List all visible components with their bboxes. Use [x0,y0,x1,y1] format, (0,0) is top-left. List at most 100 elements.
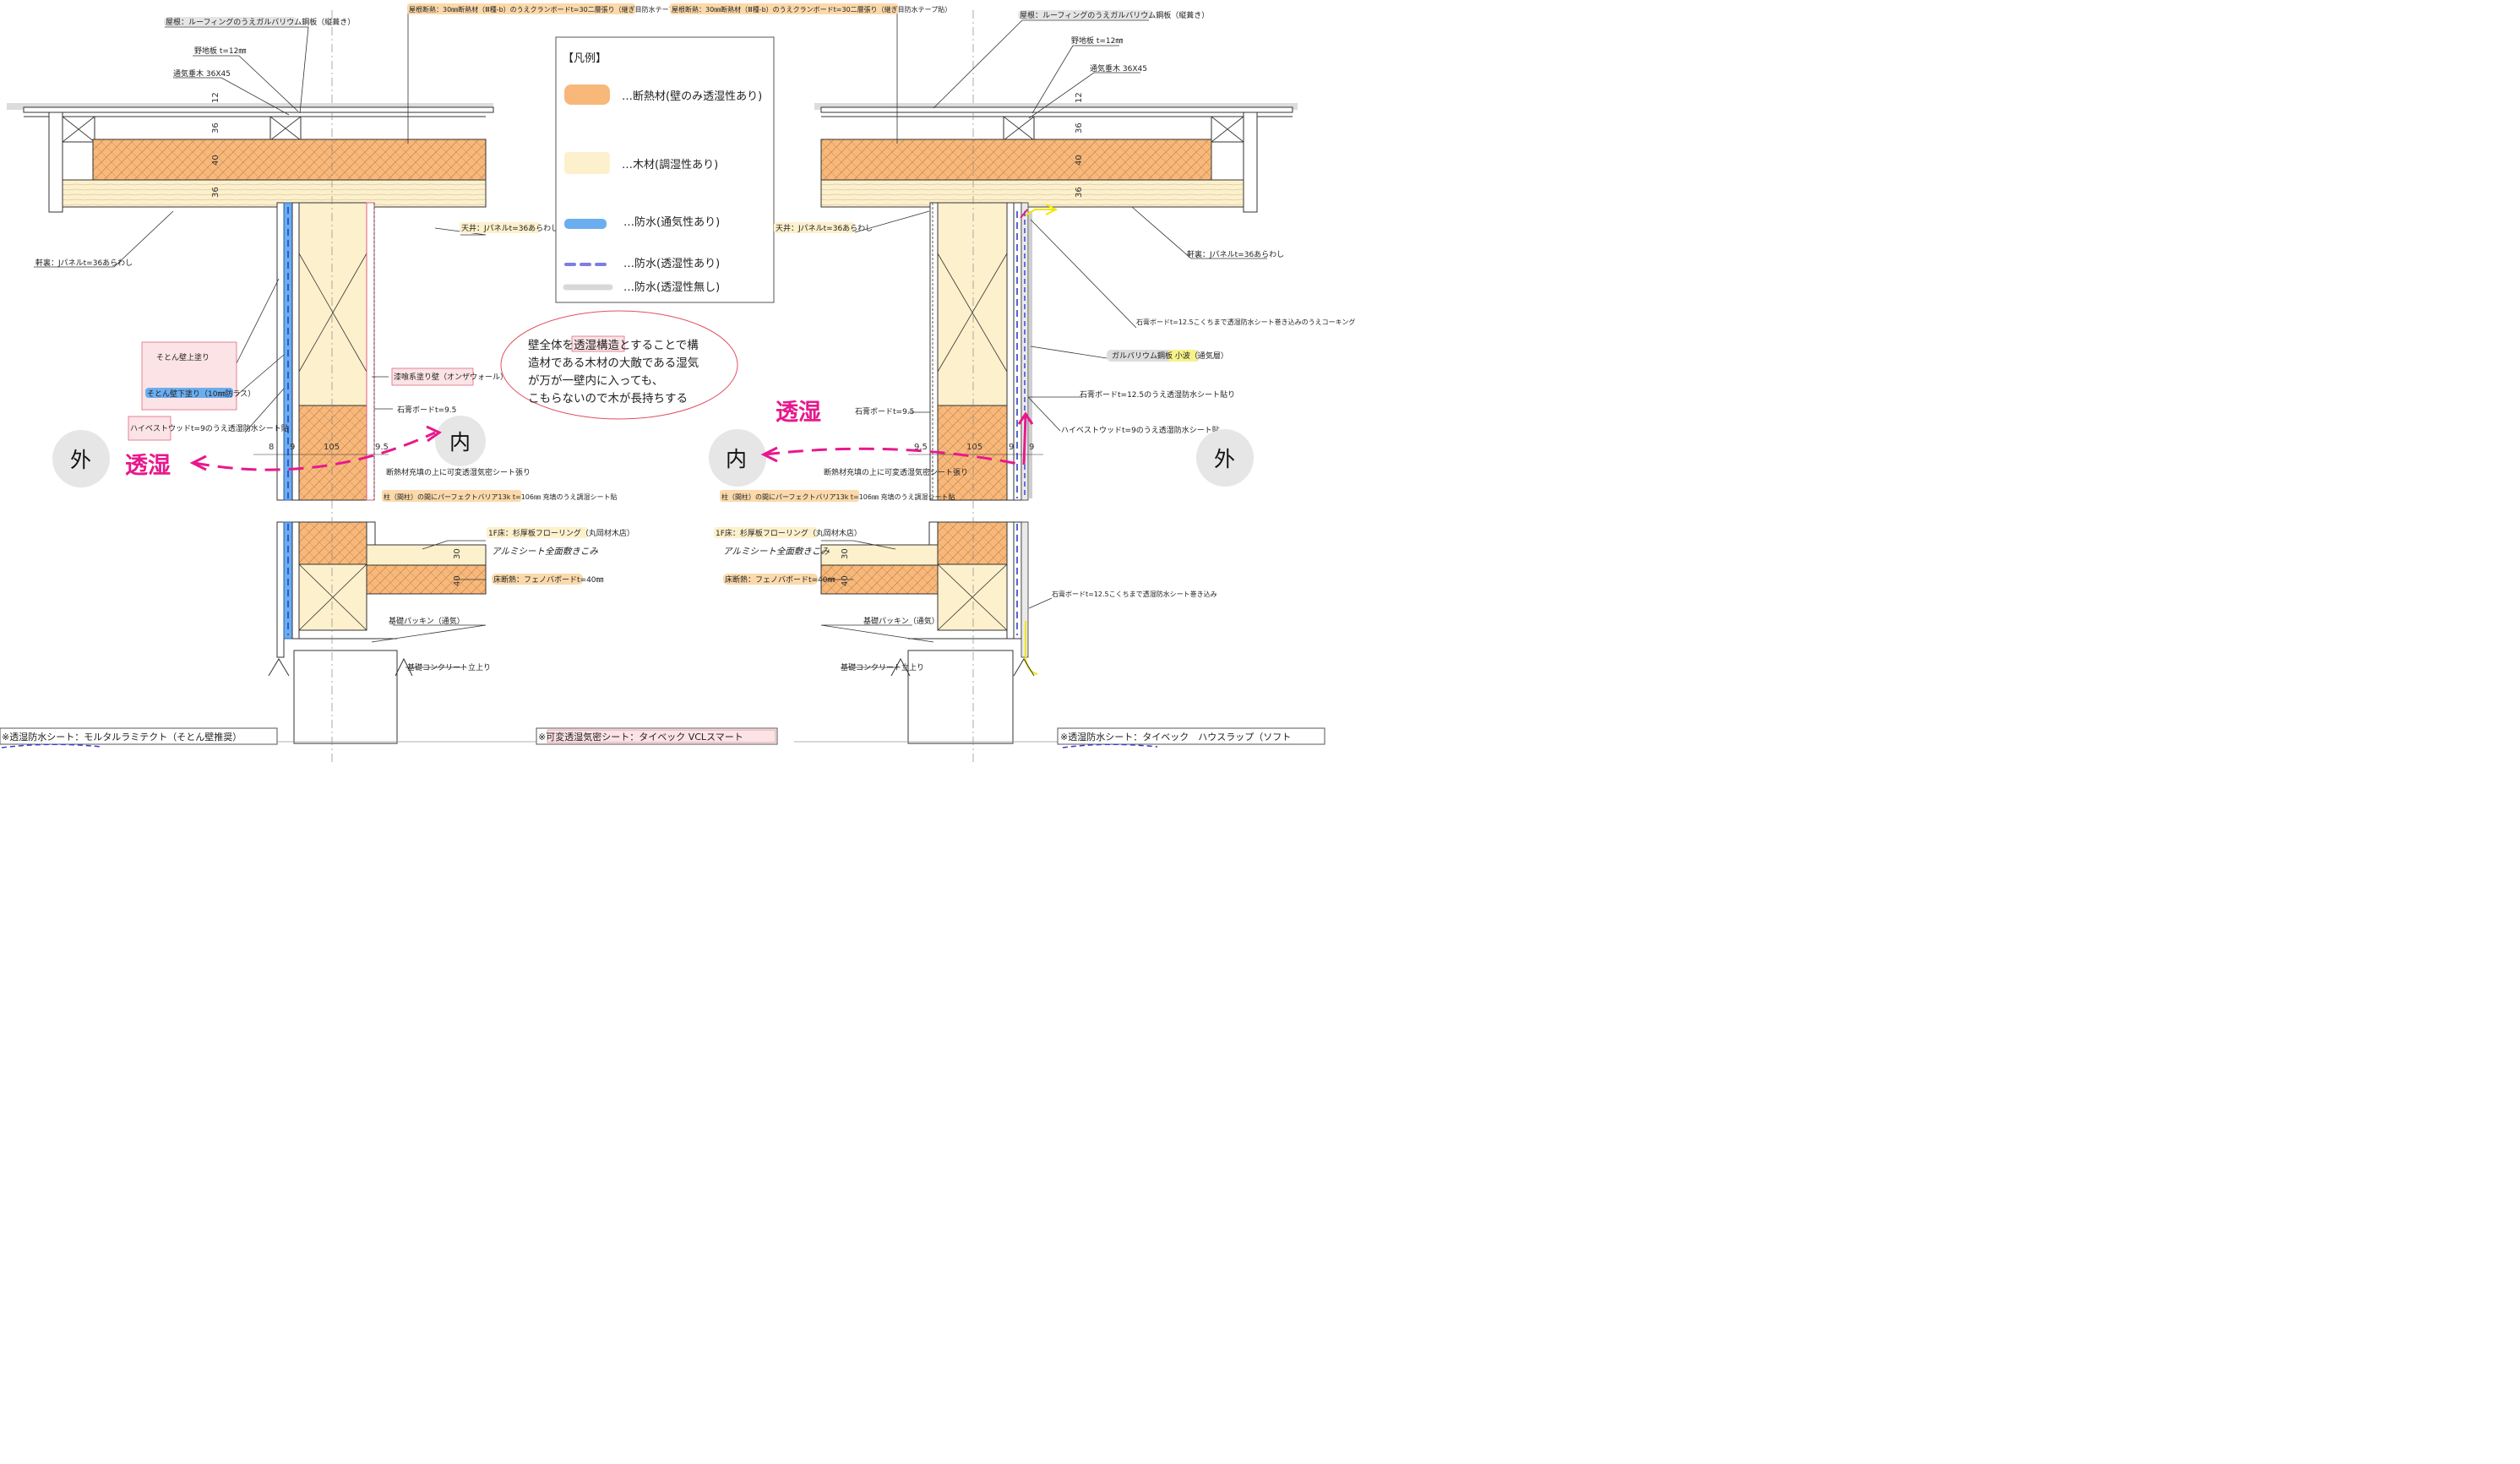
legend-swatch-insulation [564,84,610,105]
right-ceiling-label: 天井：Jパネルt=36あらわし [776,223,873,233]
right-dim-36: 36 [1075,122,1084,133]
legend-swatch-wood [564,152,610,174]
left-wall-insulation [298,405,367,501]
left-vapor-sheet-label: 断熱材充填の上に可変透湿気密シート張り [386,467,531,477]
right-hyperwood-label: ハイベストウッドt=9のうえ透湿防水シート貼 [1061,425,1220,435]
right-leaders [672,11,1267,668]
right-dim-36b: 36 [1075,187,1084,198]
right-vapor-sheet-label: 断熱材充填の上に可変透湿気密シート張り [824,467,968,477]
legend-title: 【凡例】 [563,52,607,65]
left-dim-9: 9 [290,443,295,452]
left-gypsum-label: 石膏ボードt=9.5 [397,405,456,415]
note-line4: こもらないので木が長持ちする [528,392,688,405]
right-dim-40: 40 [1075,155,1084,166]
right-gypsum-ext-caulk: 石膏ボードt=12.5こくちまで透湿防水シート巻き込みのうえコーキング [1136,318,1355,326]
footer-left: ※透湿防水シート：モルタルラミテクト（そとん壁推奨） [2,731,242,743]
left-dim-12: 12 [211,92,220,103]
left-moisture-arrow [193,431,436,471]
left-vent-furring-label: 通気垂木 36X45 [173,68,231,79]
right-roof-insulation [820,139,1212,181]
right-floor-label: 1F床：杉厚板フローリング（丸岡材木店） [716,528,862,538]
legend-item-breathable: …防水(通気性あり) [623,215,720,229]
left-floor-label: 1F床：杉厚板フローリング（丸岡材木店） [488,528,634,538]
left-roof-insulation [92,139,487,181]
left-outside-marker [52,430,110,487]
right-dim-9b: 9 [1029,443,1034,452]
left-floor-insulation-label: 床断熱：フェノバボードt=40㎜ [493,574,604,585]
left-packing-label: 基礎パッキン（通気） [389,616,465,626]
left-foundation-label: 基礎コンクリート立上り [407,662,491,672]
note-line1-highlight: 透湿構造 [574,339,619,352]
legend-item-wood: …木材(調湿性あり) [622,159,718,171]
left-dim-105: 105 [324,443,340,452]
right-inside-label: 内 [726,447,747,471]
left-ceiling-label: 天井：Jパネルt=36あらわし [461,223,558,233]
right-soffit-label: 軒裏：Jパネルt=36あらわし [1187,249,1284,259]
right-packing-label: 基礎パッキン（通気） [863,616,939,626]
left-outside-label: 外 [70,448,91,472]
right-roof-steel [820,106,1293,113]
right-ceiling-panel [820,179,1244,208]
right-moisture-arrow [764,447,1023,466]
right-base-wrap-label: 石膏ボードt=12.5こくちまで透湿防水シート巻き込み [1052,590,1217,598]
left-inside-label: 内 [449,430,471,454]
right-dim-12: 12 [1075,92,1084,103]
section-drawing: 12 36 40 36 30 40 8 9 105 [0,3,1355,765]
left-roof-steel [23,106,494,113]
note-line1-after: とすることで構 [619,339,699,352]
right-outside-label: 外 [1214,447,1235,471]
legend-item-permeable: …防水(透湿性あり) [623,257,720,270]
right-outside-marker [1196,429,1254,487]
right-galvalume-label: ガルバリウム鋼板 小波（通気層） [1112,351,1228,361]
right-dim-9-5: 9.5 [914,443,928,452]
svg-text:壁全体を透湿構造とすることで構: 壁全体を透湿構造とすることで構 [528,338,699,352]
left-dim-36b: 36 [211,187,220,198]
left-detail: 12 36 40 36 30 40 8 9 105 [0,10,541,765]
note-callout: 壁全体を透湿構造とすることで構 造材である木材の大敵である湿気 が万が一壁内に入… [500,310,738,420]
footer-right: ※透湿防水シート：タイベック ハウスラップ（ソフト [1060,731,1291,743]
left-column-insulation: 柱（間柱）の間にパーフェクトバリア13k t=106㎜ 充填のうえ調湿シート貼 [384,493,618,501]
left-foundation [293,650,398,744]
left-dim-9-5: 9.5 [375,443,389,452]
left-ceiling-panel [62,179,487,208]
right-column [937,202,1008,406]
left-dim-30: 30 [453,548,462,559]
right-dim-40b: 40 [841,575,850,586]
right-vent-furring-label: 通気垂木 36X45 [1090,63,1147,73]
left-roof-membrane [7,103,493,110]
right-foundation [907,650,1014,744]
left-alumi-label: アルミシート全面敷きこみ [492,547,598,557]
left-plaster-base: そとん壁下塗り（10㎜防ラス） [147,389,255,399]
note-line3: が万が一壁内に入っても、 [528,374,663,388]
left-inside-marker [435,416,486,466]
footer-right-box [1057,727,1325,745]
left-dim-8: 8 [269,443,274,452]
right-inside-marker [709,429,766,487]
right-floor-board [820,544,939,566]
right-gypsum-int-label: 石膏ボードt=9.5 [855,406,914,416]
right-sheathing-label: 野地板 t=12㎜ [1071,35,1123,46]
footer-left-box [0,727,278,745]
left-roof-insulation-label: 屋根断熱：30㎜断熱材（Ⅲ種-b）のうえクランボードt=30二層張り（継ぎ目防水… [409,5,689,14]
left-sheathing-label: 野地板 t=12㎜ [194,46,246,56]
right-dim-30: 30 [841,548,850,559]
right-roof-membrane [814,103,1298,110]
left-dim-40: 40 [211,155,220,166]
left-column [298,202,367,406]
note-line2: 造材である木材の大敵である湿気 [528,356,699,370]
left-hand-note: 透湿 [125,453,171,479]
right-column-insulation: 柱（間柱）の間にパーフェクトバリア13k t=106㎜ 充填のうえ調湿シート貼 [721,493,955,501]
left-roof-label: 屋根：ルーフィングのうえガルバリウム鋼板（縦葺き） [166,17,355,27]
right-roof-insulation-label: 屋根断熱：30㎜断熱材（Ⅲ種-b）のうえクランボードt=30二層張り（継ぎ目防水… [672,5,951,14]
legend-swatch-breathable [564,219,607,229]
right-hand-note: 透湿 [776,400,821,426]
left-dim-36: 36 [211,122,220,133]
legend-item-impermeable: …防水(透湿性無し) [623,280,720,294]
right-dim-9a: 9 [1009,443,1014,452]
right-detail: 12 36 40 36 30 40 [794,10,1325,765]
legend: 【凡例】 …断熱材(壁のみ透湿性あり) …木材(調湿性あり) …防水(通気性あり… [555,36,775,303]
left-interior-finish: 漆喰系塗り壁（オンザウォール） [394,372,508,382]
note-line1-before: 壁全体を [528,338,574,352]
right-dim-105: 105 [966,443,982,452]
left-floor-board [366,544,487,566]
